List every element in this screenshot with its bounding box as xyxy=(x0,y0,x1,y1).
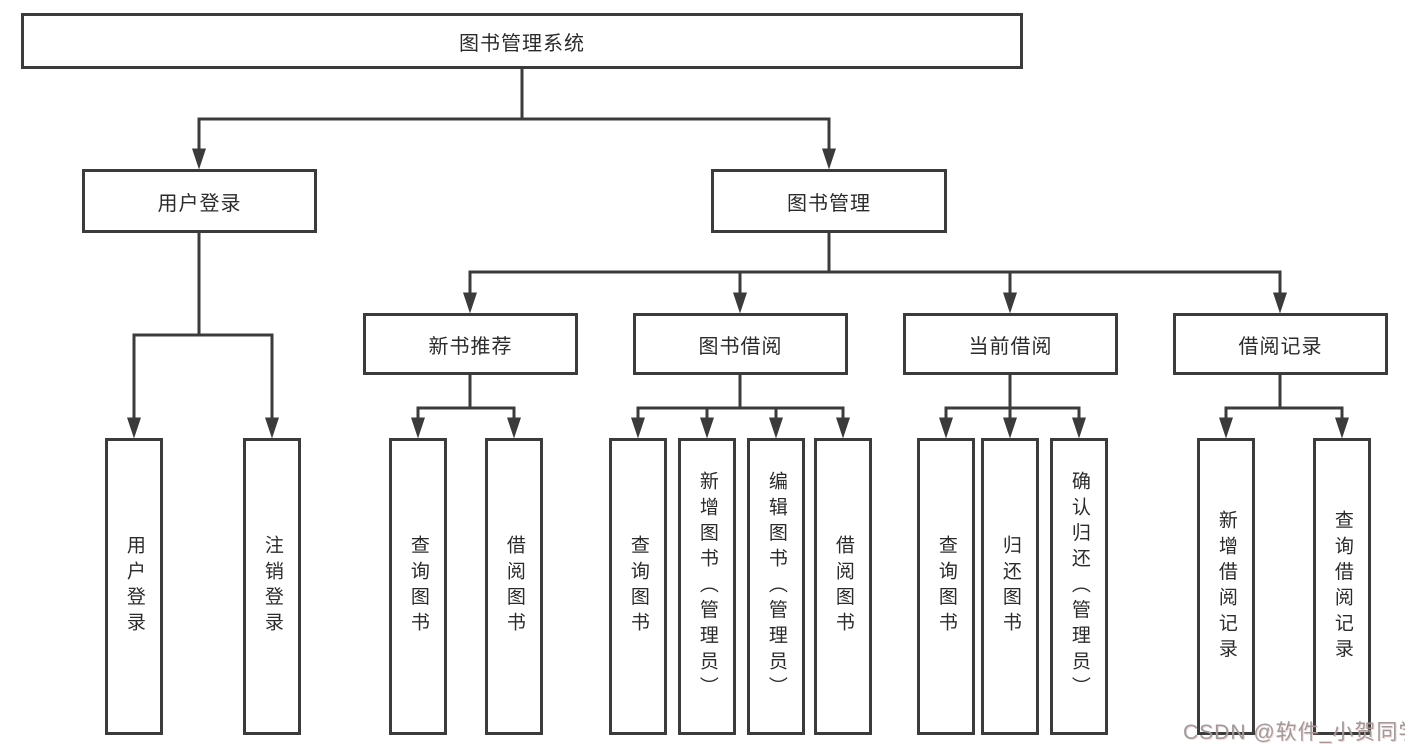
leaf-user-login: 用户登录 xyxy=(105,438,163,735)
leaf-cb-confirm-return-admin: 确认归还（管理员） xyxy=(1050,438,1108,735)
leaf-bb-borrow-books-label: 借阅图书 xyxy=(832,535,854,638)
node-current-borrowing: 当前借阅 xyxy=(903,313,1118,375)
connector-book-management-children xyxy=(463,231,1287,314)
node-book-management-label: 图书管理 xyxy=(787,192,871,215)
leaf-user-login-label: 用户登录 xyxy=(123,535,145,638)
connector-new-book-recommend-children xyxy=(411,373,521,439)
connector-borrowing-records-children xyxy=(1219,373,1349,439)
leaf-nbr-borrow-books-label: 借阅图书 xyxy=(503,535,525,638)
leaf-nbr-borrow-books: 借阅图书 xyxy=(485,438,543,735)
leaf-br-query-record: 查询借阅记录 xyxy=(1313,438,1371,735)
leaf-bb-edit-books-admin: 编辑图书（管理员） xyxy=(747,438,805,735)
connector-current-borrowing-children xyxy=(939,373,1086,439)
leaf-bb-add-books-admin: 新增图书（管理员） xyxy=(678,438,736,735)
leaf-bb-query-books: 查询图书 xyxy=(609,438,667,735)
node-book-borrowing: 图书借阅 xyxy=(633,313,848,375)
leaf-logout: 注销登录 xyxy=(243,438,301,735)
leaf-br-query-record-label: 查询借阅记录 xyxy=(1331,509,1353,664)
node-root-label: 图书管理系统 xyxy=(459,32,585,55)
node-borrowing-records-label: 借阅记录 xyxy=(1238,335,1323,358)
leaf-bb-edit-books-admin-label: 编辑图书（管理员） xyxy=(765,471,787,702)
leaf-cb-return-books-label: 归还图书 xyxy=(999,535,1021,638)
node-book-borrowing-label: 图书借阅 xyxy=(698,335,783,358)
leaf-nbr-query-books: 查询图书 xyxy=(389,438,447,735)
leaf-cb-confirm-return-admin-label: 确认归还（管理员） xyxy=(1068,471,1090,702)
node-current-borrowing-label: 当前借阅 xyxy=(968,335,1053,358)
node-user-login-label: 用户登录 xyxy=(157,192,242,215)
csdn-watermark: CSDN @软件_小贺同学 xyxy=(1183,721,1405,744)
node-book-management: 图书管理 xyxy=(711,169,947,233)
node-new-book-recommend: 新书推荐 xyxy=(363,313,578,375)
leaf-nbr-query-books-label: 查询图书 xyxy=(407,535,429,638)
node-user-login: 用户登录 xyxy=(82,169,317,233)
leaf-bb-borrow-books: 借阅图书 xyxy=(814,438,872,735)
connector-root-to-level2 xyxy=(192,67,836,170)
node-new-book-recommend-label: 新书推荐 xyxy=(428,335,513,358)
leaf-bb-add-books-admin-label: 新增图书（管理员） xyxy=(696,471,718,702)
leaf-cb-return-books: 归还图书 xyxy=(981,438,1039,735)
leaf-br-add-record: 新增借阅记录 xyxy=(1197,438,1255,735)
node-root: 图书管理系统 xyxy=(21,13,1023,69)
leaf-cb-query-books: 查询图书 xyxy=(917,438,975,735)
connector-book-borrowing-children xyxy=(631,373,850,439)
node-borrowing-records: 借阅记录 xyxy=(1173,313,1388,375)
leaf-cb-query-books-label: 查询图书 xyxy=(935,535,957,638)
connector-user-login-children xyxy=(127,231,279,439)
leaf-bb-query-books-label: 查询图书 xyxy=(627,535,649,638)
leaf-br-add-record-label: 新增借阅记录 xyxy=(1215,509,1237,664)
leaf-logout-label: 注销登录 xyxy=(261,535,283,638)
